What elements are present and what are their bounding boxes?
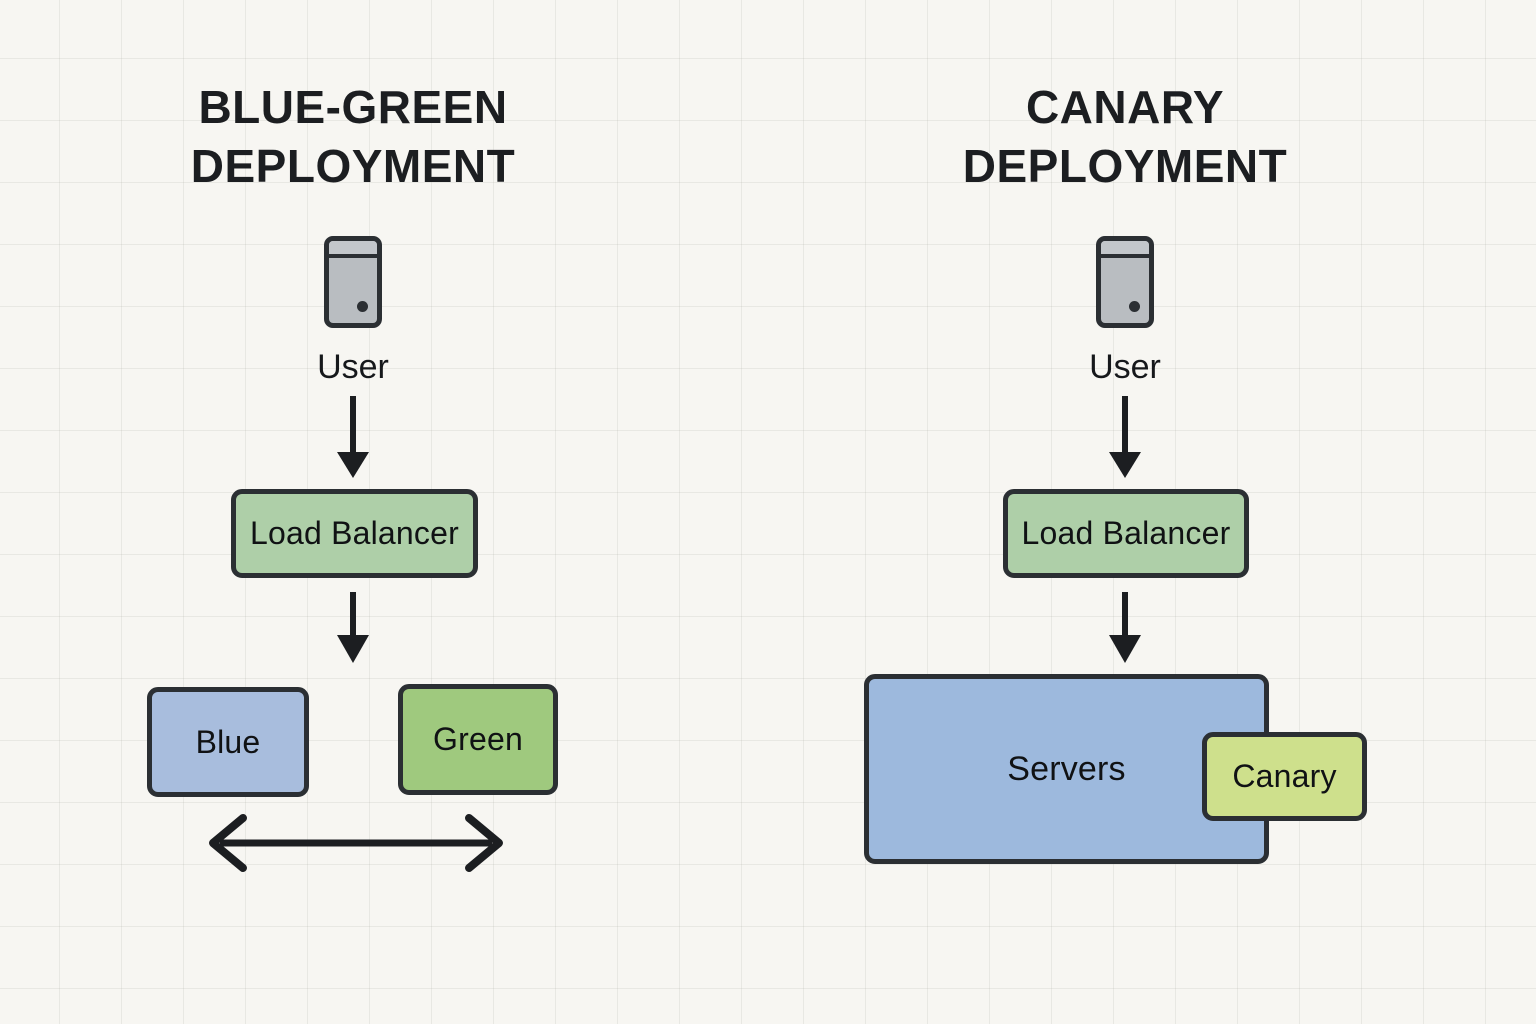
node-blue[interactable]: Blue (147, 687, 309, 797)
node-load-balancer-canary[interactable]: Load Balancer (1003, 489, 1249, 578)
user-label-canary: User (1089, 348, 1161, 386)
node-label: Load Balancer (250, 515, 459, 551)
arrow-user-to-load-balancer-canary (1109, 396, 1141, 478)
node-servers[interactable]: Servers (864, 674, 1269, 864)
user-label-blue-green: User (317, 348, 389, 386)
node-label: Load Balancer (1021, 515, 1231, 551)
arrow-load-balancer-to-servers-canary (1109, 592, 1141, 663)
node-label: Green (433, 721, 523, 757)
panel-title-blue-green: BLUE-GREEN DEPLOYMENT (190, 81, 516, 192)
panel-title-canary: CANARY DEPLOYMENT (962, 81, 1288, 192)
node-label: Servers (1007, 749, 1126, 788)
server-icon-led (1129, 301, 1140, 312)
server-icon (1096, 236, 1154, 328)
server-icon-top-bay (329, 241, 377, 258)
node-canary[interactable]: Canary (1202, 732, 1367, 821)
server-icon-led (357, 301, 368, 312)
node-label: Canary (1232, 758, 1337, 794)
node-load-balancer-blue-green[interactable]: Load Balancer (231, 489, 478, 578)
server-icon-top-bay (1101, 241, 1149, 258)
arrow-user-to-load-balancer-blue-green (337, 396, 369, 478)
double-headed-horizontal-arrow (209, 814, 503, 872)
arrow-load-balancer-to-targets-blue-green (337, 592, 369, 663)
node-green[interactable]: Green (398, 684, 558, 795)
server-icon (324, 236, 382, 328)
node-label: Blue (195, 723, 261, 760)
